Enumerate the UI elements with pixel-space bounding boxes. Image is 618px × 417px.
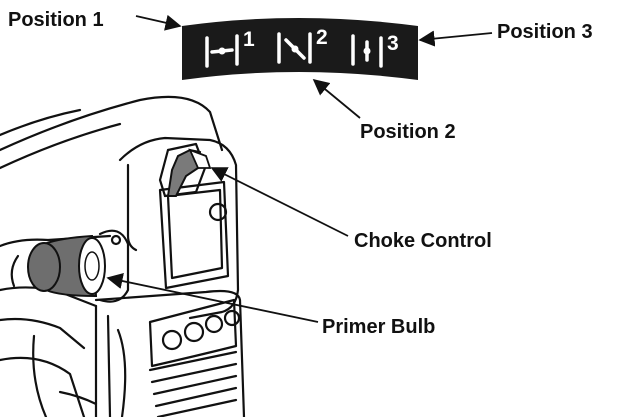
primer-bulb-label: Primer Bulb [322,316,435,338]
primer-bulb-arrow [106,273,319,323]
choke-control-arrow [210,167,349,237]
choke-control-label: Choke Control [354,230,492,252]
position-2-arrow [312,78,361,119]
position-1-arrow [135,14,182,31]
position-3-label: Position 3 [497,21,593,43]
badge-number-3: 3 [387,32,399,55]
choke-closed-icon [351,34,383,68]
badge-number-2: 2 [316,26,328,49]
badge-number-1: 1 [243,28,255,51]
choke-position-badge: 1 2 3 [182,18,418,80]
position-2-label: Position 2 [360,121,456,143]
screw-head [208,202,228,222]
badge-background [182,18,418,80]
primer-bulb [27,234,106,298]
position-1-label: Position 1 [8,9,104,31]
callout-arrows [106,14,493,323]
choke-half-icon [277,32,312,64]
choke-lever-tip [188,148,212,169]
choke-open-icon [205,34,239,68]
position-3-arrow [418,30,493,47]
